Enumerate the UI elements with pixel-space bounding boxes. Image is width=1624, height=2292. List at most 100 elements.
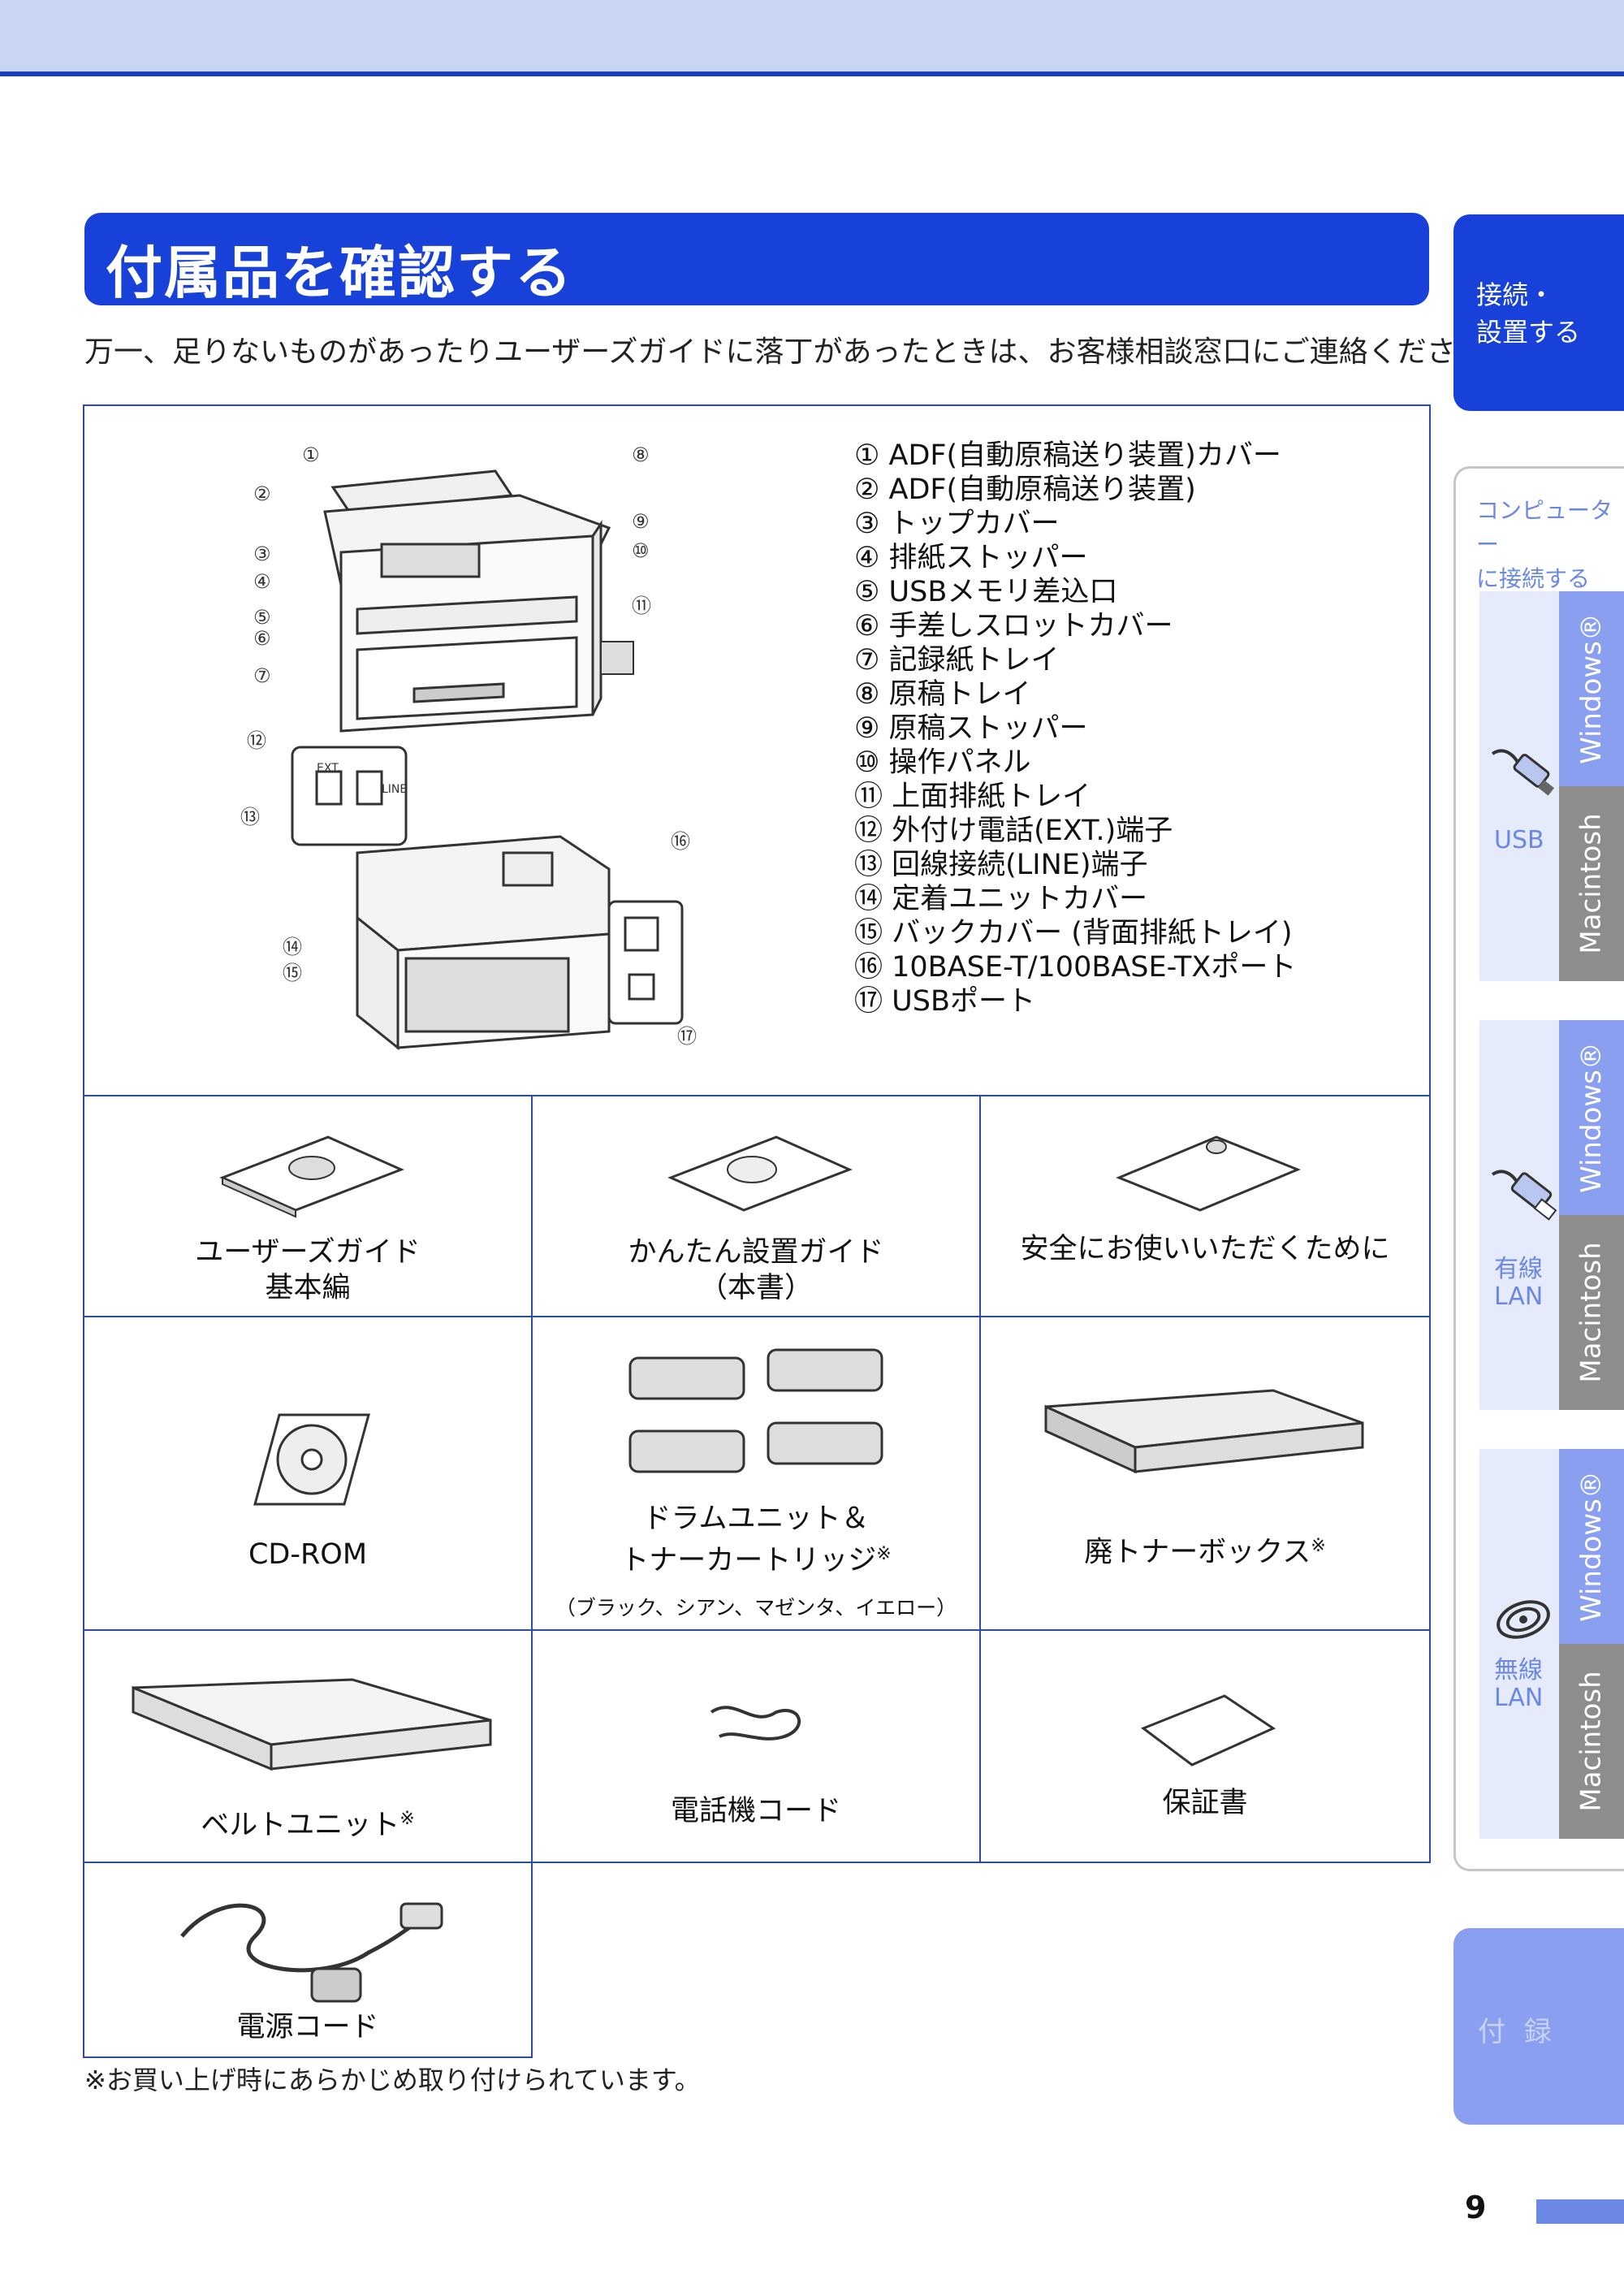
- header-band: [0, 0, 1624, 71]
- part-16: ⑯ 10BASE-T/100BASE-TXポート: [854, 951, 1297, 984]
- booklet-icon: [667, 1135, 853, 1212]
- part-11: ⑪ 上面排紙トレイ: [854, 781, 1091, 813]
- safety-label: 安全にお使いいただくために: [1020, 1233, 1390, 1265]
- callout-10: ⑩: [632, 539, 650, 562]
- item-waste-toner: 廃トナーボックス※: [979, 1316, 1431, 1631]
- callout-5: ⑤: [253, 606, 271, 629]
- item-drum-toner: ドラムユニット＆ トナーカートリッジ※ （ブラック、シアン、マゼンタ、イエロー）: [531, 1316, 981, 1631]
- item-safety-guide: 安全にお使いいただくために: [979, 1095, 1431, 1317]
- warranty-sheet-icon: [1140, 1694, 1276, 1767]
- part-3: ③ トップカバー: [854, 508, 1060, 540]
- part-17: ⑰ USBポート: [854, 985, 1035, 1018]
- line-port-label: LINE: [382, 783, 408, 796]
- toner-label: トナーカートリッジ: [620, 1544, 877, 1577]
- part-15: ⑮ バックカバー (背面排紙トレイ): [854, 917, 1293, 949]
- part-12: ⑫ 外付け電話(EXT.)端子: [854, 815, 1173, 847]
- item-warranty: 保証書: [979, 1629, 1431, 1863]
- tab-appendix-label: 付 録: [1478, 2016, 1557, 2048]
- parts-list: ① ADF(自動原稿送り装置)カバー ② ADF(自動原稿送り装置) ③ トップ…: [854, 439, 1296, 1018]
- nav-usb-macintosh[interactable]: Macintosh: [1559, 786, 1624, 981]
- callout-16: ⑯: [671, 830, 690, 853]
- wireless-icon: [1497, 1600, 1550, 1639]
- callout-17: ⑰: [677, 1025, 697, 1048]
- item-setup-guide: かんたん設置ガイド （本書）: [531, 1095, 981, 1317]
- tab-setup-label: 接続・ 設置する: [1476, 279, 1581, 348]
- waste-toner-mark: ※: [1311, 1536, 1326, 1556]
- waste-toner-box-icon: [1044, 1389, 1364, 1474]
- nav-wired-windows[interactable]: Windows®: [1559, 1020, 1624, 1215]
- drum-colors: （ブラック、シアン、マゼンタ、イエロー）: [555, 1596, 957, 1620]
- page-number-bar: [1536, 2199, 1624, 2224]
- part-10: ⑩ 操作パネル: [854, 746, 1031, 779]
- phone-cord-icon: [710, 1706, 801, 1741]
- power-cord-icon: [180, 1902, 443, 2003]
- item-phone-cord: 電話機コード: [531, 1629, 981, 1863]
- nav-usb-label: USB: [1494, 826, 1544, 854]
- waste-toner-label: 廃トナーボックス: [1084, 1536, 1311, 1569]
- callout-14: ⑭: [283, 936, 302, 958]
- tab-appendix[interactable]: 付 録: [1453, 1928, 1624, 2125]
- drum-label: ドラムユニット＆: [642, 1503, 870, 1535]
- part-9: ⑨ 原稿ストッパー: [854, 712, 1088, 745]
- page-number: 9: [1465, 2190, 1487, 2225]
- callout-4: ④: [253, 570, 271, 593]
- booklet-icon: [219, 1135, 404, 1218]
- ext-port-label: EXT.: [317, 762, 341, 775]
- nav-wireless-macintosh[interactable]: Macintosh: [1559, 1644, 1624, 1839]
- callout-1: ①: [302, 443, 320, 466]
- belt-unit-icon: [132, 1678, 492, 1771]
- drum-units-icon: [628, 1348, 883, 1473]
- part-1: ① ADF(自動原稿送り装置)カバー: [854, 439, 1281, 472]
- cd-icon: [253, 1413, 370, 1506]
- nav-wireless-windows[interactable]: Windows®: [1559, 1449, 1624, 1644]
- nav-wireless-panel[interactable]: [1479, 1449, 1559, 1839]
- footnote: ※お買い上げ時にあらかじめ取り付けられています。: [84, 2065, 701, 2095]
- callout-12: ⑫: [247, 729, 266, 752]
- callout-9: ⑨: [632, 510, 650, 533]
- callout-13: ⑬: [240, 806, 260, 828]
- connect-section-title: コンピューター に接続する: [1476, 497, 1613, 592]
- item-belt: ベルトユニット※: [83, 1629, 533, 1863]
- cdrom-label: CD-ROM: [248, 1538, 368, 1571]
- page-title: 付属品を確認する: [106, 240, 573, 306]
- nav-wired-macintosh[interactable]: Macintosh: [1559, 1215, 1624, 1410]
- part-2: ② ADF(自動原稿送り装置): [854, 474, 1196, 506]
- warranty-label: 保証書: [1162, 1787, 1248, 1819]
- callout-15: ⑮: [283, 962, 302, 984]
- callout-2: ②: [253, 482, 271, 505]
- belt-mark: ※: [400, 1809, 415, 1829]
- part-4: ④ 排紙ストッパー: [854, 542, 1088, 574]
- power-cord-label: 電源コード: [236, 2011, 379, 2043]
- intro-text: 万一、足りないものがあったりユーザーズガイドに落丁があったときは、お客様相談窓口…: [84, 335, 1514, 369]
- part-7: ⑦ 記録紙トレイ: [854, 644, 1060, 677]
- ethernet-cable-icon: [1491, 1170, 1557, 1221]
- callout-6: ⑥: [253, 627, 271, 650]
- header-rule: [0, 71, 1624, 76]
- part-5: ⑤ USBメモリ差込口: [854, 576, 1118, 608]
- setup-guide-label: かんたん設置ガイド: [628, 1236, 884, 1269]
- item-cdrom: CD-ROM: [83, 1316, 533, 1631]
- item-users-guide: ユーザーズガイド 基本編: [83, 1095, 533, 1317]
- users-guide-label: ユーザーズガイド: [195, 1236, 421, 1269]
- page-title-bar: 付属品を確認する: [84, 213, 1429, 306]
- part-13: ⑬ 回線接続(LINE)端子: [854, 849, 1148, 881]
- nav-usb-windows[interactable]: Windows®: [1559, 591, 1624, 786]
- part-6: ⑥ 手差しスロットカバー: [854, 610, 1173, 642]
- setup-guide-sub: （本書）: [698, 1272, 813, 1304]
- part-14: ⑭ 定着ユニットカバー: [854, 883, 1148, 915]
- callout-3: ③: [253, 543, 271, 565]
- leaflet-icon: [1116, 1135, 1301, 1212]
- machine-illustration: [291, 469, 684, 1051]
- callout-7: ⑦: [253, 664, 271, 687]
- drum-mark: ※: [876, 1544, 892, 1564]
- item-power-cord: 電源コード: [83, 1862, 533, 2058]
- users-guide-sub: 基本編: [265, 1272, 351, 1304]
- callout-11: ⑪: [632, 595, 651, 617]
- callout-8: ⑧: [632, 443, 650, 466]
- part-8: ⑧ 原稿トレイ: [854, 678, 1031, 711]
- usb-cable-icon: [1491, 749, 1554, 796]
- tab-setup[interactable]: 接続・ 設置する: [1453, 214, 1624, 411]
- phone-cord-label: 電話機コード: [670, 1795, 841, 1827]
